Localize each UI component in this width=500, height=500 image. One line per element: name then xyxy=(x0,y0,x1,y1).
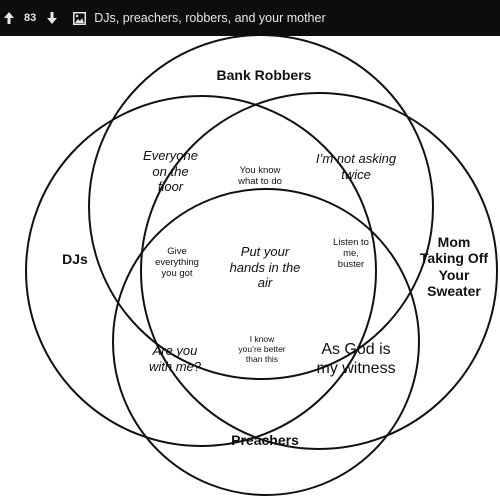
post-score: 83 xyxy=(24,12,37,24)
region-djs-preachers: Are you with me? xyxy=(148,343,202,374)
region-djs-robbers-preachers: Give everything you got xyxy=(155,246,199,279)
region-djs-mom-preachers: I know you’re better than this xyxy=(238,334,286,364)
upvote-icon[interactable] xyxy=(2,10,16,26)
region-djs-robbers-mom: You know what to do xyxy=(238,165,282,187)
set-label-bank-robbers: Bank Robbers xyxy=(216,67,312,83)
set-label-mom: Mom Taking Off Your Sweater xyxy=(419,234,489,300)
venn-diagram: Bank Robbers DJs Mom Taking Off Your Swe… xyxy=(0,36,500,500)
venn-circles xyxy=(25,36,498,496)
circle-bank-robbers xyxy=(88,36,434,380)
region-mom-preachers: As God is my witness xyxy=(316,341,396,378)
post-title[interactable]: DJs, preachers, robbers, and your mother xyxy=(94,11,326,25)
downvote-icon[interactable] xyxy=(45,10,59,26)
set-label-preachers: Preachers xyxy=(231,432,299,448)
post-header: 83 DJs, preachers, robbers, and your mot… xyxy=(0,0,500,36)
image-post-icon xyxy=(72,11,86,25)
region-all-four: Put your hands in the air xyxy=(229,244,301,291)
region-robbers-mom-preachers: Listen to me, buster xyxy=(333,237,369,270)
set-label-djs: DJs xyxy=(62,251,88,267)
region-robbers-mom: I’m not asking twice xyxy=(315,151,397,182)
circle-preachers xyxy=(112,188,420,496)
circle-djs xyxy=(25,95,377,447)
region-djs-robbers: Everyone on the floor xyxy=(143,148,198,195)
circle-mom xyxy=(140,92,498,450)
